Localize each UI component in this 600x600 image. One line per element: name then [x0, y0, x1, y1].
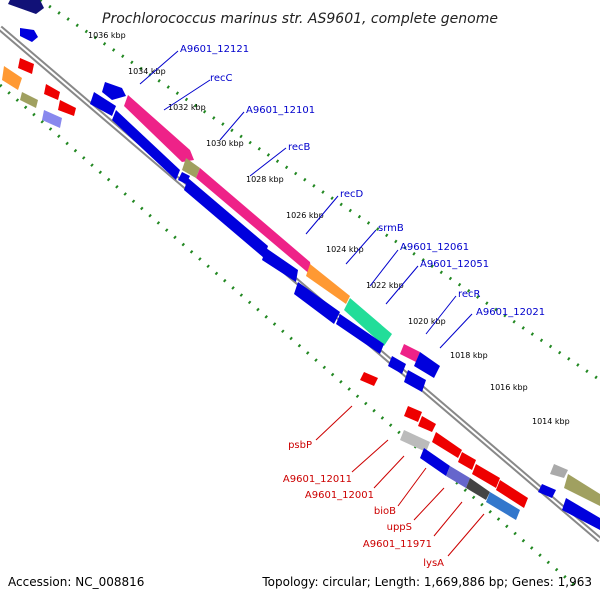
- leader-line: [345, 229, 377, 265]
- gene-bioB[interactable]: [420, 448, 450, 476]
- gene-A9601-12121[interactable]: [102, 82, 126, 100]
- gene-lower-blue-2[interactable]: [112, 110, 180, 180]
- gene-A9601-12011-red[interactable]: [418, 416, 436, 432]
- tick-label: 1034 kbp: [128, 67, 166, 76]
- gene-left-orange[interactable]: [2, 66, 22, 90]
- forward-genes: [8, 0, 600, 506]
- gene-label: A9601_12021: [476, 307, 545, 318]
- gene-lower-blue-7[interactable]: [336, 314, 384, 354]
- gene-left-lavender[interactable]: [42, 110, 62, 128]
- gene-lower-blue-5[interactable]: [262, 248, 298, 282]
- gene-A9601-12001[interactable]: [432, 432, 462, 458]
- gene-left-red-2[interactable]: [44, 84, 60, 100]
- gene-lower-blue-6[interactable]: [294, 282, 340, 324]
- gene-right-blue-2[interactable]: [562, 498, 600, 530]
- gene-recR[interactable]: [400, 344, 420, 362]
- gene-label: recD: [340, 189, 364, 200]
- leader-line: [373, 455, 405, 489]
- tick-label: 1030 kbp: [206, 139, 244, 148]
- gene-label: bioB: [374, 506, 396, 517]
- inner-dotted-line: [0, 83, 581, 592]
- leader-line: [413, 487, 445, 521]
- topology-text: Topology: circular; Length: 1,669,886 bp…: [261, 575, 592, 589]
- leader-line: [163, 79, 211, 111]
- gene-A9601-11971-red[interactable]: [496, 480, 528, 508]
- reverse-leaders: [315, 405, 485, 557]
- gene-right-gray[interactable]: [550, 464, 568, 478]
- gene-lower-blue-9[interactable]: [404, 370, 426, 392]
- gene-label: A9601_12101: [246, 105, 315, 116]
- leader-line: [249, 147, 287, 177]
- gene-left-red-3[interactable]: [58, 100, 76, 116]
- leader-line: [139, 50, 179, 85]
- leader-line: [385, 265, 419, 305]
- gene-lysA[interactable]: [486, 492, 520, 520]
- gene-left-olive[interactable]: [20, 92, 38, 108]
- tick-label: 1014 kbp: [532, 417, 570, 426]
- leader-line: [219, 111, 245, 141]
- gene-label: A9601_12121: [180, 44, 249, 55]
- gene-srmB[interactable]: [344, 298, 392, 346]
- gene-label: A9601_11971: [363, 539, 432, 550]
- gene-label: A9601_12061: [400, 242, 469, 253]
- forward-labels: A9601_12121 recC A9601_12101 recB recD s…: [180, 44, 545, 318]
- gene-lower-blue-8[interactable]: [388, 356, 406, 374]
- tick-label: 1020 kbp: [408, 317, 446, 326]
- gene-top-left-dark[interactable]: [8, 0, 44, 14]
- gene-label: srmB: [378, 223, 404, 234]
- outer-dotted-line: [39, 0, 600, 382]
- gene-A9601-12011[interactable]: [400, 430, 430, 452]
- gene-label: lysA: [423, 558, 444, 569]
- gene-label: uppS: [387, 522, 412, 533]
- gene-recD[interactable]: [306, 264, 350, 304]
- gene-label: recB: [288, 142, 311, 153]
- gene-lower-blue-1[interactable]: [90, 92, 116, 116]
- leader-line: [447, 513, 485, 557]
- gene-label: recC: [210, 73, 233, 84]
- tick-label: 1032 kbp: [168, 103, 206, 112]
- gene-A9601-11971[interactable]: [466, 478, 490, 500]
- leader-line: [439, 313, 473, 349]
- gene-recC[interactable]: [124, 95, 194, 162]
- gene-A9601-12021[interactable]: [414, 352, 440, 378]
- tick-label: 1018 kbp: [450, 351, 488, 360]
- gene-mid-red[interactable]: [360, 372, 378, 386]
- gene-label: A9601_12001: [305, 490, 374, 501]
- gene-label: A9601_12051: [420, 259, 489, 270]
- gene-label: A9601_12011: [283, 474, 352, 485]
- tick-label: 1028 kbp: [246, 175, 284, 184]
- tick-label: 1026 kbp: [286, 211, 324, 220]
- tick-label: 1016 kbp: [490, 383, 528, 392]
- gene-psbP[interactable]: [404, 406, 422, 422]
- tick-label: 1024 kbp: [326, 245, 364, 254]
- leader-line: [351, 439, 389, 473]
- leader-line: [305, 195, 339, 235]
- gene-label: psbP: [288, 440, 312, 451]
- tick-label: 1022 kbp: [366, 281, 404, 290]
- gene-recB[interactable]: [196, 168, 312, 276]
- forward-leaders: [139, 50, 473, 349]
- gene-right-blue-1[interactable]: [538, 484, 556, 498]
- leader-line: [369, 249, 399, 287]
- gene-uppS[interactable]: [446, 466, 470, 488]
- leader-line: [315, 405, 353, 441]
- genome-title: Prochlorococcus marinus str. AS9601, com…: [102, 11, 498, 27]
- tick-label: 1036 kbp: [88, 31, 126, 40]
- reverse-labels: psbP A9601_12011 A9601_12001 bioB uppS A…: [283, 440, 444, 569]
- gene-label: recR: [458, 289, 481, 300]
- leader-line: [433, 501, 463, 537]
- gene-uppS-red[interactable]: [472, 464, 500, 488]
- leader-line: [425, 295, 457, 335]
- reverse-genes: [2, 58, 600, 530]
- gene-lower-blue-4[interactable]: [184, 178, 268, 258]
- gene-bioB-red[interactable]: [458, 452, 476, 470]
- gene-right-olive[interactable]: [564, 474, 600, 506]
- leader-line: [397, 467, 427, 507]
- gene-left-red-1[interactable]: [18, 58, 34, 74]
- gene-top-left-blue[interactable]: [20, 28, 38, 42]
- kbp-ticks: 1036 kbp 1034 kbp 1032 kbp 1030 kbp 1028…: [88, 31, 570, 426]
- accession-text: Accession: NC_008816: [8, 575, 144, 589]
- gene-A9601-12101[interactable]: [182, 158, 200, 178]
